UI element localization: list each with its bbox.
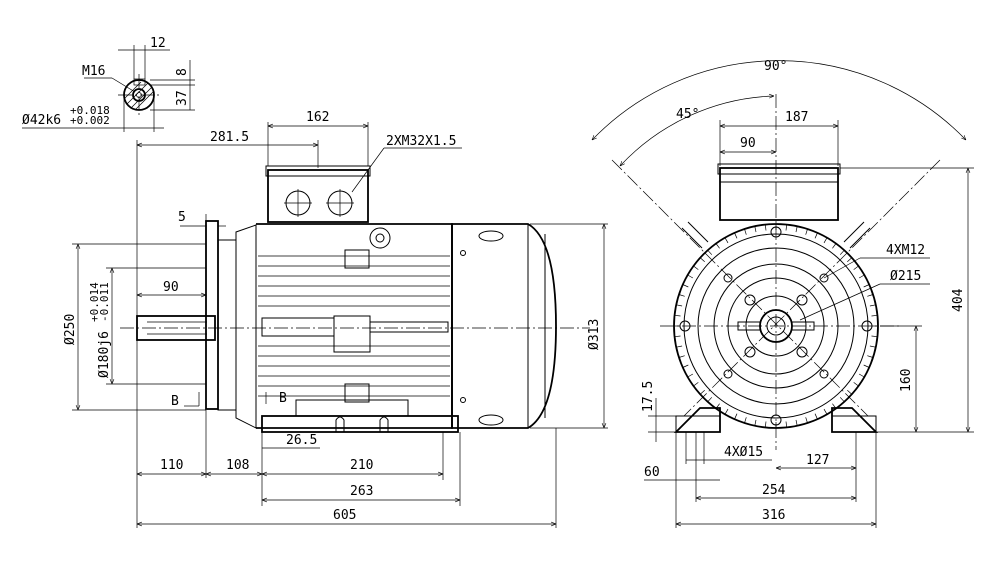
radial-fin: [754, 419, 757, 426]
radial-fin: [871, 314, 878, 317]
radial-fin: [724, 408, 729, 415]
dim-base-total: 316: [762, 508, 785, 523]
radial-fin: [693, 382, 699, 387]
radial-fin: [863, 364, 870, 368]
radial-fin: [867, 294, 874, 297]
side-view: 281.5 162 2XM32X1.5 5 90 Ø250 Ø180j6 +0.…: [63, 110, 608, 528]
radial-fin: [823, 237, 828, 244]
radial-fin: [744, 228, 747, 235]
dim-210: 210: [350, 458, 373, 473]
radial-fin: [734, 232, 738, 239]
radial-fin: [682, 284, 689, 288]
radial-fin: [853, 265, 859, 270]
dim-110: 110: [160, 458, 183, 473]
dim-box-half: 90: [740, 136, 756, 151]
radial-fin: [847, 389, 853, 395]
dim-108: 108: [226, 458, 249, 473]
radial-fin: [687, 373, 694, 378]
dim-height-total: 404: [951, 288, 966, 312]
radial-fin: [674, 314, 681, 317]
radial-fin: [795, 226, 798, 233]
radial-fin: [674, 335, 681, 338]
radial-fin: [707, 397, 713, 403]
radial-fin: [805, 417, 808, 424]
dim-half-base: 127: [806, 453, 829, 468]
radial-fin: [734, 413, 738, 420]
cable-glands: 2XM32X1.5: [386, 134, 456, 149]
radial-fin: [754, 226, 757, 233]
radial-fin: [839, 249, 845, 255]
radial-fin: [858, 274, 865, 279]
shaft-section: 12 8 37 M16 Ø42k6 +0.018 +0.002: [22, 36, 195, 132]
radial-fin: [676, 345, 683, 348]
radial-fin: [863, 284, 870, 288]
radial-fin: [678, 294, 685, 297]
radial-fin: [693, 265, 699, 270]
dim-foot-width: 60: [644, 465, 660, 480]
dim-key-depth: 8: [175, 68, 190, 76]
body-diameter: Ø313: [587, 319, 602, 350]
spigot-tol-lower: -0.011: [98, 282, 111, 322]
radial-fin: [785, 421, 788, 428]
radial-fin: [699, 257, 705, 263]
radial-fin: [814, 413, 818, 420]
dim-shaft-height-end: 160: [899, 369, 914, 392]
radial-fin: [724, 237, 729, 244]
radial-fin: [707, 249, 713, 255]
radial-fin: [832, 243, 837, 249]
thread-label: M16: [82, 64, 105, 79]
shaft-tol-lower: +0.002: [70, 114, 110, 127]
section-label-left: B: [171, 394, 179, 409]
radial-fin: [785, 224, 788, 231]
radial-fin: [814, 232, 818, 239]
dim-base-holes: 254: [762, 483, 786, 498]
radial-fin: [869, 345, 876, 348]
dim-foot-offset: 26.5: [286, 433, 317, 448]
spigot-diameter: Ø180j6: [97, 331, 112, 378]
dim-key-width: 12: [150, 36, 166, 51]
dim-263: 263: [350, 484, 373, 499]
dim-605: 605: [333, 508, 356, 523]
radial-fin: [764, 224, 767, 231]
radial-fin: [823, 408, 828, 415]
dim-flange-thickness: 5: [178, 210, 186, 225]
shaft-tol-upper: +0.018: [70, 104, 110, 117]
radial-fin: [678, 355, 685, 358]
shaft-diameter: Ø42k6: [22, 113, 61, 128]
end-view: 90° 45° 187 90 4XM12 Ø215 404 160 17.5: [592, 59, 974, 528]
radial-fin: [715, 243, 720, 249]
dim-box-width: 162: [306, 110, 329, 125]
radial-fin: [795, 419, 798, 426]
spigot-tol-upper: +0.014: [88, 282, 101, 322]
dim-foot-thickness: 17.5: [641, 381, 656, 412]
flange-holes: 4XM12: [886, 243, 925, 258]
radial-fin: [869, 304, 876, 307]
dim-shaft-height: 37: [175, 90, 190, 106]
radial-fin: [764, 421, 767, 428]
dim-shaft-length: 90: [163, 280, 179, 295]
dim-flange-to-box: 281.5: [210, 130, 249, 145]
radial-fin: [871, 335, 878, 338]
radial-fin: [744, 417, 747, 424]
radial-fin: [858, 373, 865, 378]
radial-fin: [682, 364, 689, 368]
radial-fin: [867, 355, 874, 358]
radial-fin: [687, 274, 694, 279]
angle-90: 90°: [764, 59, 787, 74]
section-label-right: B: [279, 391, 287, 406]
radial-fin: [853, 382, 859, 387]
angle-45: 45°: [676, 107, 699, 122]
radial-fin: [699, 389, 705, 395]
radial-fin: [805, 228, 808, 235]
radial-fin: [839, 397, 845, 403]
radial-fin: [676, 304, 683, 307]
dim-box-width-end: 187: [785, 110, 808, 125]
radial-fin: [847, 257, 853, 263]
pcd-diameter: Ø215: [890, 269, 921, 284]
flange-diameter: Ø250: [63, 314, 78, 345]
foot-holes: 4XØ15: [724, 445, 763, 460]
